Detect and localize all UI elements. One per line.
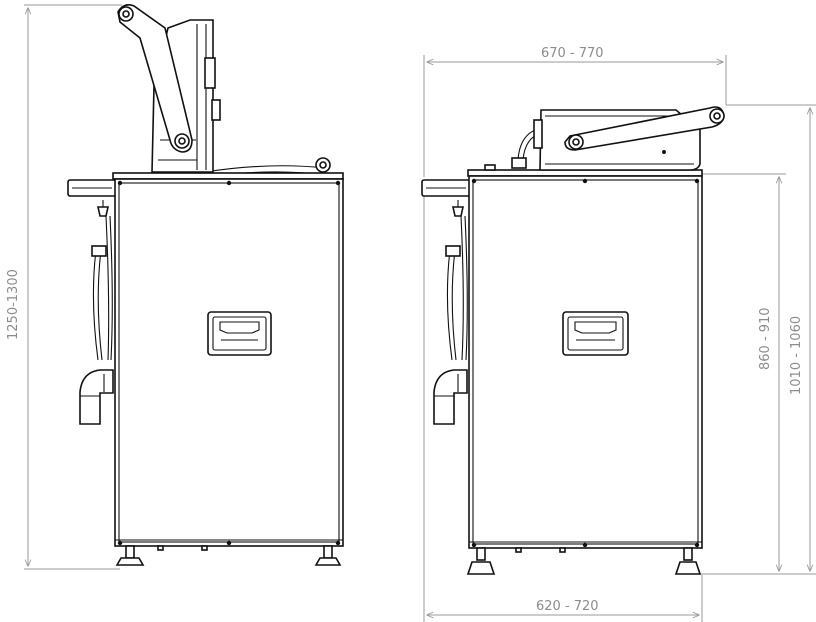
- dimension-label-total-height: 1010 - 1060: [789, 316, 804, 395]
- side-hoses: [91, 200, 113, 361]
- machine-side-view-open: [67, 4, 344, 566]
- top-plate: [112, 172, 344, 180]
- dimension-total-height: 1010 - 1060: [726, 104, 816, 575]
- cabinet-body: [468, 175, 703, 549]
- dimension-body-height: 860 - 910: [690, 173, 786, 575]
- dimension-label-overall-height: 1250-1300: [6, 269, 21, 340]
- drain-elbow: [433, 369, 468, 425]
- side-hoses: [445, 200, 468, 361]
- cabinet-body: [114, 178, 344, 547]
- adjustable-foot-left: [115, 545, 145, 566]
- lever-arm: [117, 4, 193, 153]
- top-plate: [467, 169, 703, 177]
- dimension-label-bottom-width: 620 - 720: [536, 599, 599, 614]
- dimension-label-top-width: 670 - 770: [541, 46, 604, 61]
- drain-elbow: [79, 369, 114, 425]
- machine-side-view-closed: [421, 106, 725, 575]
- adjustable-foot-right: [674, 547, 702, 575]
- adjustable-foot-left: [466, 547, 496, 575]
- adjustable-foot-right: [314, 545, 342, 566]
- dimension-label-body-height: 860 - 910: [758, 307, 773, 370]
- dimension-overall-height: 1250-1300: [6, 4, 122, 570]
- cabinet-handle: [207, 311, 272, 356]
- dimension-top-width: 670 - 770: [423, 46, 727, 177]
- cabinet-handle: [562, 311, 629, 356]
- lever-arm: [564, 106, 725, 151]
- dimension-bottom-width: 620 - 720: [423, 182, 703, 622]
